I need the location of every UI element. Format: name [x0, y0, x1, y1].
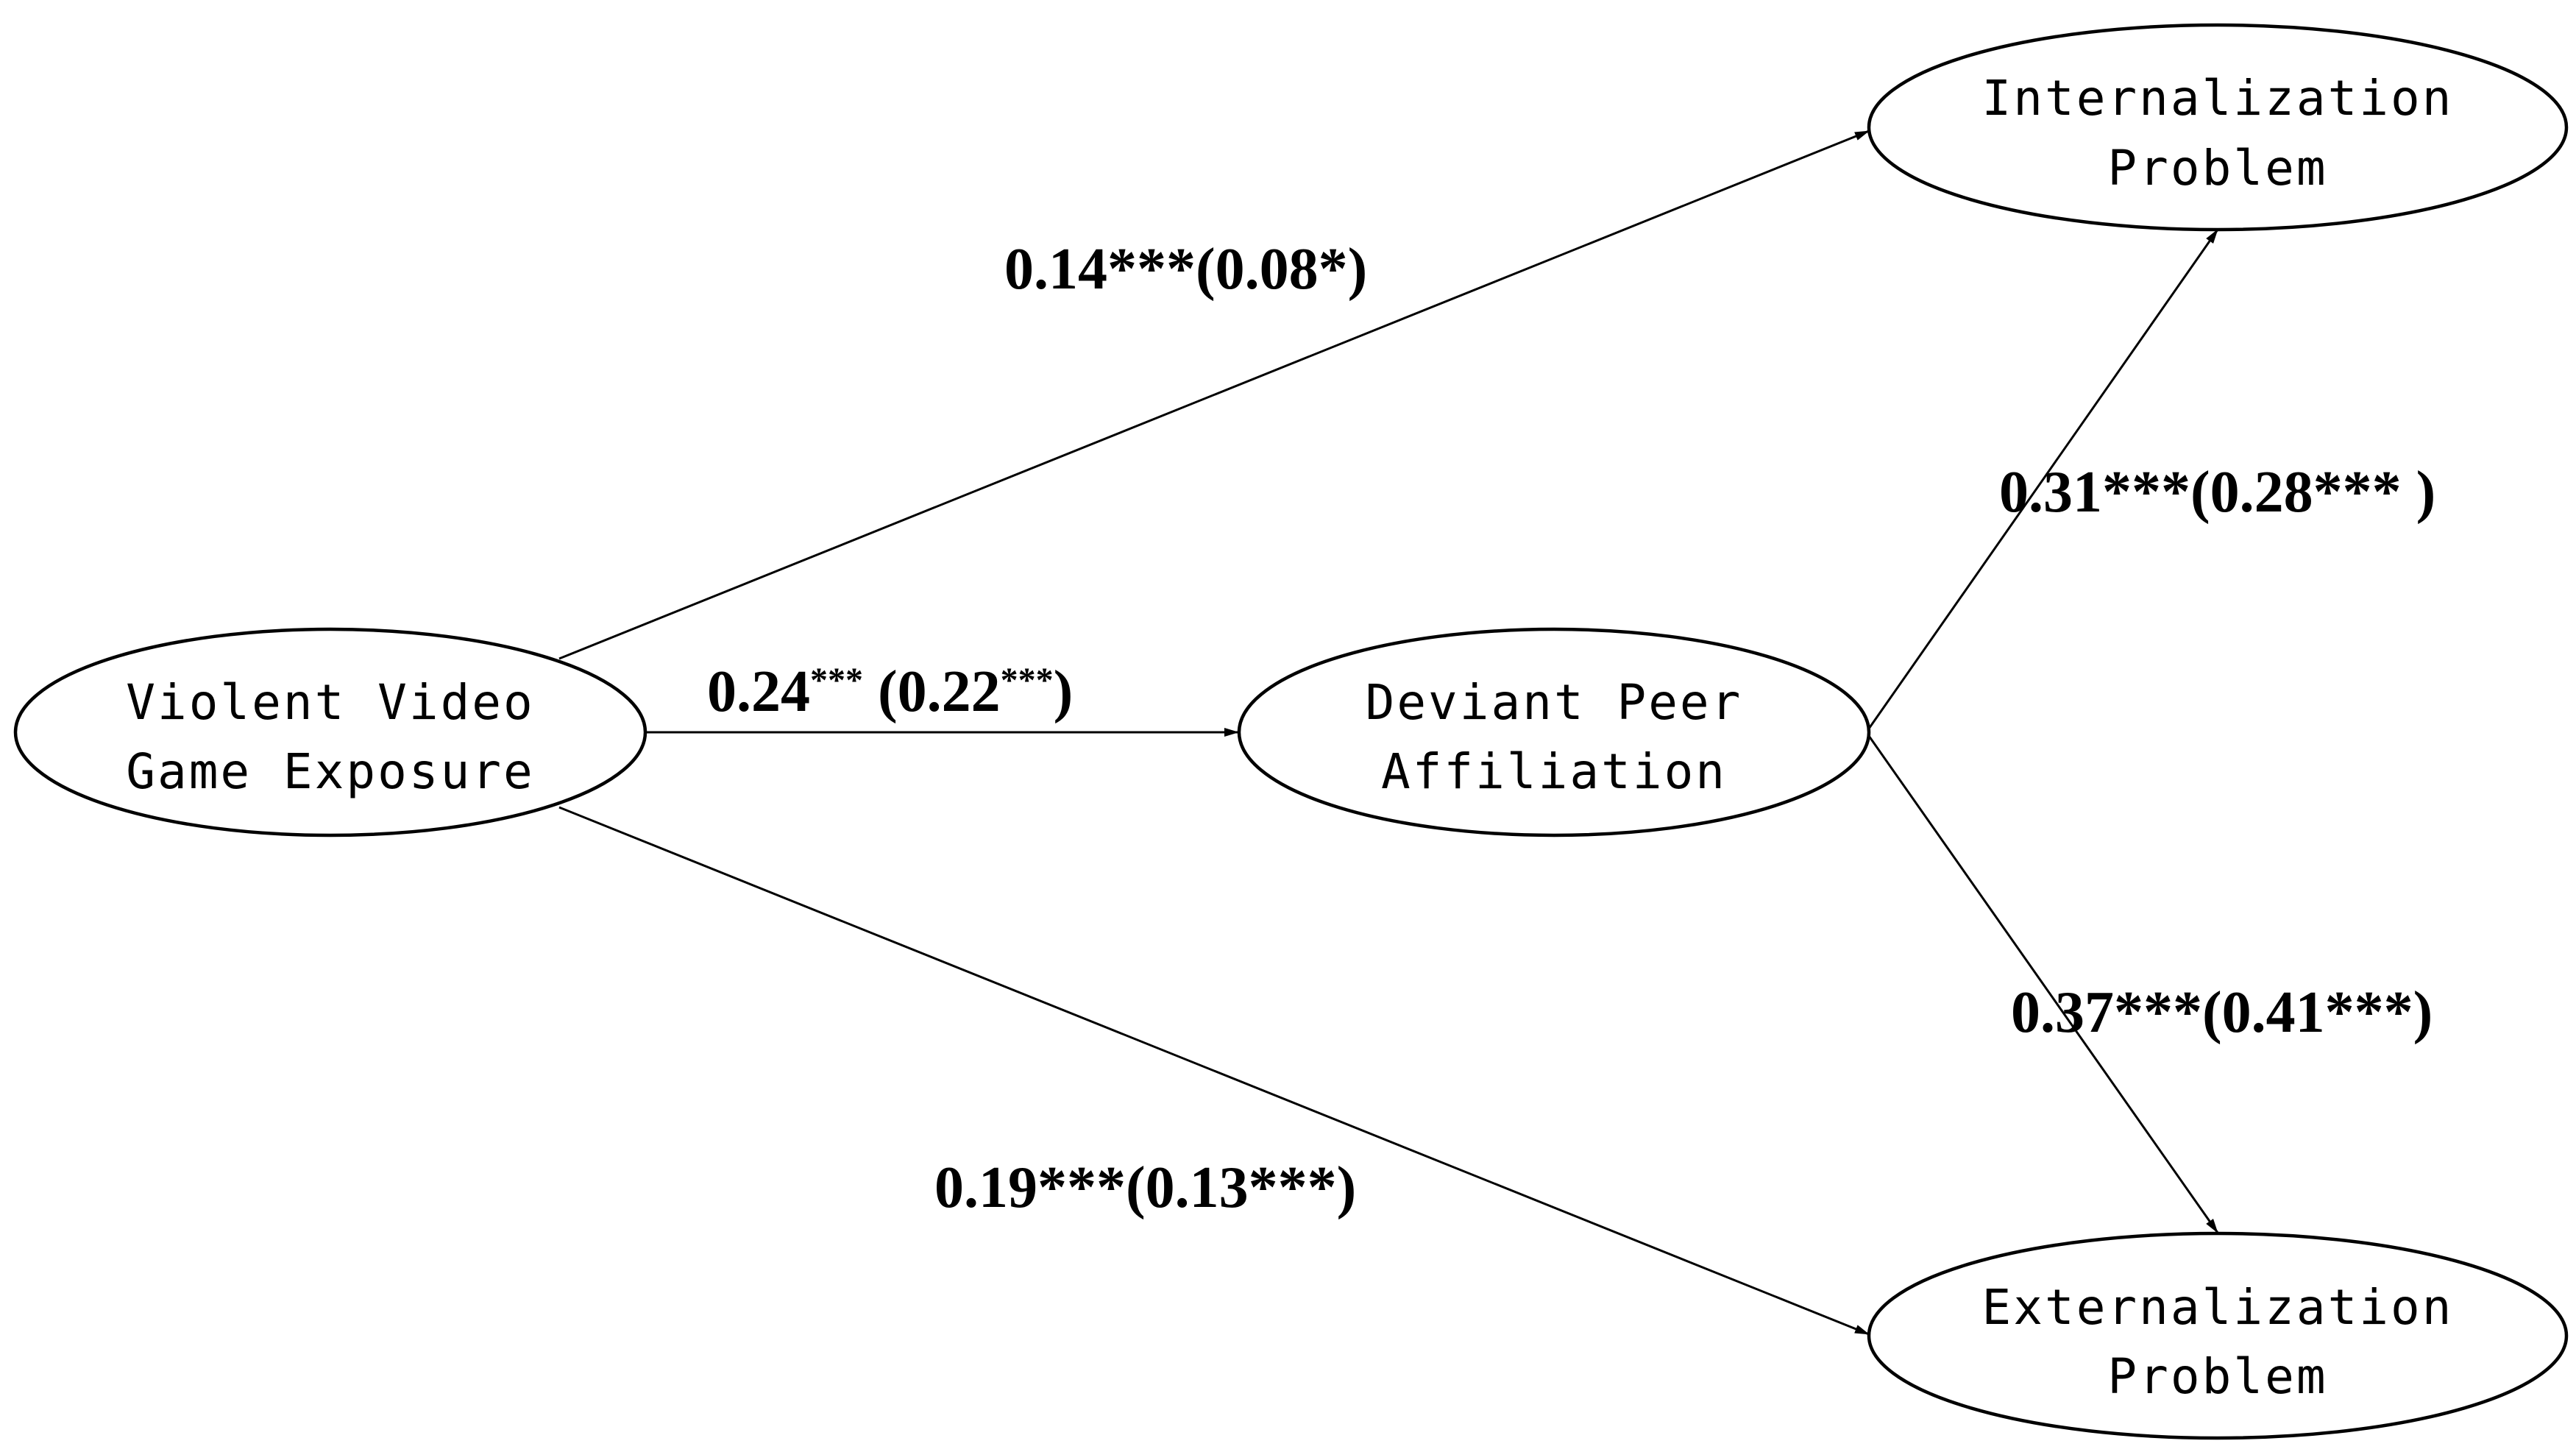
node-label-line2: Problem [2107, 1348, 2327, 1405]
node-label-line2: Game Exposure [126, 743, 535, 800]
node-label-line1: Deviant Peer [1366, 674, 1743, 731]
node-label-line2: Problem [2107, 140, 2327, 196]
edge-label-vvge-externalization: 0.19***(0.13***) [934, 1155, 1356, 1220]
edge-label-deviant-peer-externalization: 0.37***(0.41***) [2011, 980, 2433, 1045]
edge-deviant-peer-to-internalization [1867, 229, 2219, 729]
edge-vvge-to-internalization [558, 130, 1870, 660]
edge-label-deviant-peer-internalization: 0.31***(0.28*** ) [1999, 460, 2435, 525]
node-deviant-peer-affiliation: Deviant Peer Affiliation [1237, 627, 1871, 837]
edge-label-vvge-internalization: 0.14***(0.08*) [1004, 237, 1367, 302]
edge-deviant-peer-to-externalization [1867, 735, 2219, 1233]
edge-label-vvge-deviant-peer: 0.24*** (0.22***) [707, 659, 1073, 724]
node-label-line2: Affiliation [1381, 743, 1727, 800]
node-violent-video-game-exposure: Violent Video Game Exposure [13, 627, 647, 837]
node-internalization-problem: Internalization Problem [1867, 23, 2569, 232]
node-label-line1: Internalization [1981, 70, 2453, 127]
node-externalization-problem: Externalization Problem [1867, 1231, 2569, 1440]
node-label-line1: Externalization [1981, 1279, 2453, 1336]
edge-vvge-to-externalization [558, 806, 1870, 1336]
node-label-line1: Violent Video [126, 674, 535, 731]
